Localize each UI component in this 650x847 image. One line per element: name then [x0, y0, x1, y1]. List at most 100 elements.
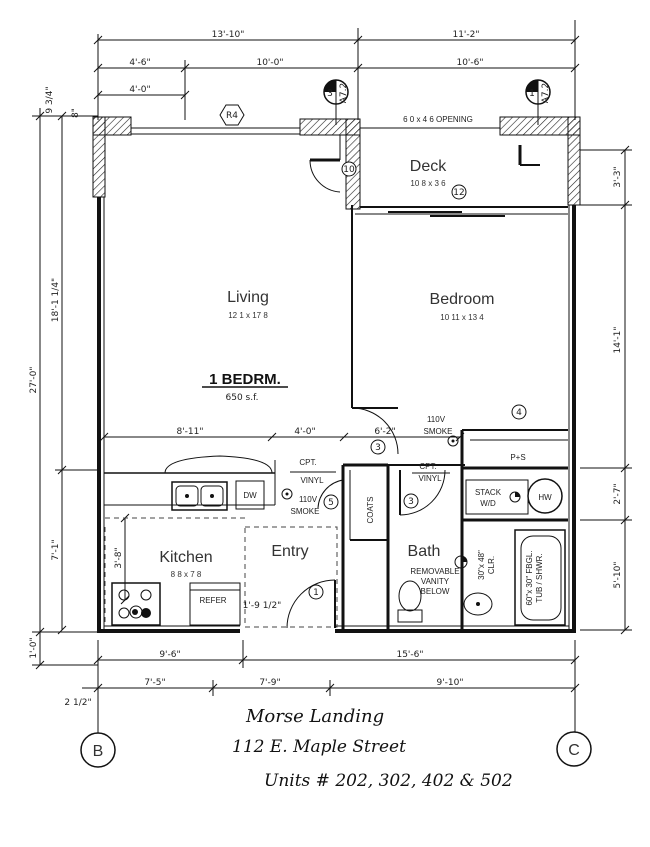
door-marker-4 — [511, 404, 527, 420]
door-marker-12 — [451, 184, 467, 200]
door-marker-5-label: 5 — [328, 498, 334, 508]
washer-outlet-icon — [509, 491, 521, 503]
refrigerator-box — [189, 582, 241, 626]
door-marker-1-label: 1 — [313, 588, 319, 598]
dim-entry-door: 1'-9 1/2" — [243, 601, 282, 611]
door-marker-5 — [323, 494, 339, 510]
handwritten-address: 112 E. Maple Street — [232, 737, 406, 757]
unit-area: 650 s.f. — [226, 393, 259, 403]
dim-mid-c: 6'-2" — [374, 427, 395, 437]
dim-top-d: 4'-0" — [129, 85, 150, 95]
section-3-number: 3 — [327, 89, 333, 99]
dim-right-mid: 2'-7" — [613, 483, 623, 504]
dim-right-deck: 3'-3" — [613, 166, 623, 187]
door-marker-4-label: 4 — [516, 408, 522, 418]
kitchen-sink — [171, 481, 228, 511]
dim-bottom-small: 2 1/2" — [64, 698, 91, 708]
dim-left-kitchen: 7'-1" — [51, 539, 61, 560]
entry-door — [286, 579, 336, 629]
top-dimension-lines — [93, 20, 580, 120]
dim-left-bottom: 1'-0" — [29, 637, 39, 658]
dim-mid-a: 8'-11" — [176, 427, 203, 437]
dim-right-bath: 5'-10" — [613, 561, 623, 588]
room-living-size: 12 1 x 17 8 — [228, 311, 268, 320]
clearance-note-2: CLR. — [487, 556, 496, 574]
flooring-note-a-1: CPT. — [299, 458, 316, 467]
dim-top-total-left: 13'-10" — [212, 30, 245, 40]
dishwasher-label: DW — [243, 491, 257, 500]
water-heater-label: HW — [538, 493, 552, 502]
grid-bubble-b — [80, 732, 116, 768]
room-entry-name: Entry — [271, 543, 308, 560]
vanity-note-2: VANITY — [421, 577, 450, 586]
dim-bottom-e: 9'-10" — [436, 678, 463, 688]
dim-left-small-b: 8" — [71, 108, 81, 118]
room-bedroom-size: 10 11 x 13 4 — [440, 313, 484, 322]
coats-label: COATS — [366, 497, 375, 524]
section-1-number: 1 — [529, 89, 535, 99]
dim-left-small-a: 9 3/4" — [45, 86, 55, 113]
door-marker-10-label: 10 — [343, 165, 355, 175]
handwritten-units: Units # 202, 302, 402 & 502 — [264, 771, 513, 791]
right-dimension-lines — [580, 145, 632, 635]
dim-right-bedroom: 14'-1" — [613, 326, 623, 353]
unit-type-title: 1 BEDRM. — [209, 371, 281, 388]
smoke-note-b-1: 110V — [427, 415, 446, 424]
door-marker-12-label: 12 — [453, 188, 464, 198]
flooring-note-b-2: VINYL — [418, 474, 442, 483]
water-heater — [527, 478, 563, 514]
dim-top-total-right: 11'-2" — [452, 30, 479, 40]
ps-label: P+S — [510, 453, 525, 462]
entry-dashed-outline — [104, 517, 338, 628]
smoke-note-a-2: SMOKE — [291, 507, 320, 516]
dim-bottom-a: 9'-6" — [159, 650, 180, 660]
tub-note-1: 60"x 30" FBGL. — [525, 550, 534, 605]
door-marker-1 — [308, 584, 324, 600]
outlet-icon — [132, 609, 138, 615]
mid-dimension-lines — [99, 432, 465, 442]
dim-bottom-c: 7'-5" — [144, 678, 165, 688]
interior-walls — [104, 205, 568, 630]
deck-opening-label: 6 0 x 4 6 OPENING — [403, 115, 473, 124]
r4-tag — [219, 104, 245, 126]
door-marker-3b-label: 3 — [408, 497, 414, 507]
smoke-note-a-1: 110V — [299, 495, 318, 504]
dim-left-living: 18'-1 1/4" — [51, 278, 61, 322]
dim-mid-b: 4'-0" — [294, 427, 315, 437]
door-marker-3a — [370, 439, 386, 455]
handwritten-project-name: Morse Landing — [245, 706, 384, 727]
room-deck-size: 10 8 x 3 6 — [410, 179, 446, 188]
r4-label: R4 — [226, 111, 238, 121]
toilet — [397, 580, 423, 623]
dim-left-kitchen-small: 3'-8" — [114, 547, 124, 568]
dim-top-b: 10'-0" — [256, 58, 283, 68]
vanity-note-1: REMOVABLE — [410, 567, 459, 576]
bath-door — [399, 469, 446, 516]
flooring-note-b-1: CPT. — [419, 462, 436, 471]
smoke-detector-icon — [447, 435, 459, 447]
clearance-note-1: 30"x 48" — [477, 550, 486, 580]
stack-label-1: STACK — [475, 488, 502, 497]
coats-door — [317, 479, 344, 509]
dim-top-a: 4'-6" — [129, 58, 150, 68]
kitchen-range — [111, 582, 161, 626]
dishwasher-box — [235, 480, 265, 510]
dim-bottom-d: 7'-9" — [259, 678, 280, 688]
dim-left-total: 27'-0" — [29, 366, 39, 393]
room-kitchen-name: Kitchen — [159, 549, 212, 566]
door-marker-3a-label: 3 — [375, 443, 381, 453]
door-marker-3b — [403, 493, 419, 509]
dim-bottom-b: 15'-6" — [396, 650, 423, 660]
exterior-walls — [92, 116, 581, 633]
left-dimension-lines — [32, 108, 130, 670]
room-bedroom-name: Bedroom — [430, 291, 495, 308]
vanity-sink — [463, 592, 493, 616]
refrigerator-label: REFER — [199, 596, 226, 605]
smoke-detector-icon — [281, 488, 293, 500]
section-3-ref: A7.2 — [339, 83, 349, 103]
grid-bubble-c — [556, 731, 592, 767]
grid-label-b: B — [93, 743, 104, 760]
door-marker-10 — [341, 161, 357, 177]
flooring-note-a-2: VINYL — [300, 476, 324, 485]
